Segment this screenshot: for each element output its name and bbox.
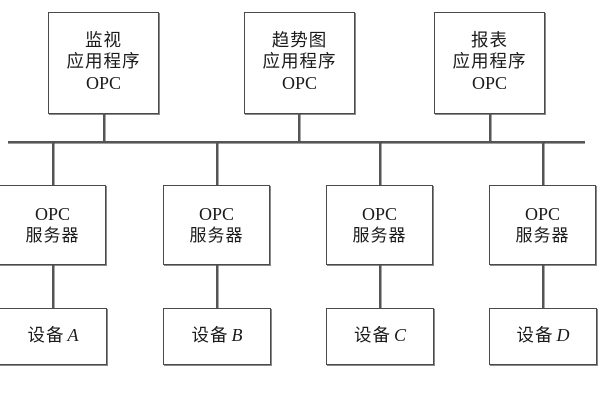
device-c-tag: C xyxy=(393,325,406,346)
server-2-line1: OPC xyxy=(198,203,234,224)
connector-server-4-to-device-d xyxy=(542,265,544,308)
app-report-line1: 报表 xyxy=(471,30,508,51)
app-trend-line1: 趋势图 xyxy=(271,30,328,51)
device-d-tag: D xyxy=(556,325,570,346)
server-1-line1: OPC xyxy=(34,203,70,224)
device-box-c[interactable]: 设备 C xyxy=(326,308,434,365)
app-report-line2: 应用程序 xyxy=(452,52,527,73)
server-2-line2: 服务器 xyxy=(189,225,244,246)
network-bus-line xyxy=(8,141,585,143)
device-b-tag: B xyxy=(231,325,243,346)
app-monitor-line2: 应用程序 xyxy=(66,52,141,73)
device-box-d[interactable]: 设备 D xyxy=(489,308,597,365)
connector-app-report-to-bus xyxy=(489,113,491,142)
device-d-label: 设备 xyxy=(516,326,554,347)
app-trend-line2: 应用程序 xyxy=(262,52,337,73)
app-monitor-line1: 监视 xyxy=(85,30,122,51)
app-box-trend[interactable]: 趋势图 应用程序 OPC xyxy=(244,12,355,114)
connector-bus-to-server-3 xyxy=(379,142,381,185)
device-box-b[interactable]: 设备 B xyxy=(163,308,271,365)
server-1-line2: 服务器 xyxy=(25,225,80,246)
app-trend-line3: OPC xyxy=(281,73,317,94)
server-box-1[interactable]: OPC 服务器 xyxy=(0,185,106,265)
connector-app-trend-to-bus xyxy=(298,113,300,142)
connector-server-1-to-device-a xyxy=(52,265,54,308)
connector-bus-to-server-1 xyxy=(52,142,54,185)
app-monitor-line3: OPC xyxy=(85,73,121,94)
device-a-label: 设备 xyxy=(27,326,65,347)
connector-bus-to-server-2 xyxy=(216,142,218,185)
server-3-line1: OPC xyxy=(361,203,397,224)
device-c-label: 设备 xyxy=(353,326,391,347)
connector-server-3-to-device-c xyxy=(379,265,381,308)
app-box-report[interactable]: 报表 应用程序 OPC xyxy=(434,12,545,114)
app-report-line3: OPC xyxy=(471,73,507,94)
connector-server-2-to-device-b xyxy=(216,265,218,308)
server-4-line1: OPC xyxy=(524,203,560,224)
app-box-monitor[interactable]: 监视 应用程序 OPC xyxy=(48,12,159,114)
device-box-a[interactable]: 设备 A xyxy=(0,308,107,365)
server-box-3[interactable]: OPC 服务器 xyxy=(326,185,433,265)
server-box-4[interactable]: OPC 服务器 xyxy=(489,185,596,265)
device-b-label: 设备 xyxy=(191,326,229,347)
server-box-2[interactable]: OPC 服务器 xyxy=(163,185,270,265)
server-4-line2: 服务器 xyxy=(515,225,570,246)
connector-app-monitor-to-bus xyxy=(103,113,105,142)
connector-bus-to-server-4 xyxy=(542,142,544,185)
device-a-tag: A xyxy=(67,325,79,346)
server-3-line2: 服务器 xyxy=(352,225,407,246)
